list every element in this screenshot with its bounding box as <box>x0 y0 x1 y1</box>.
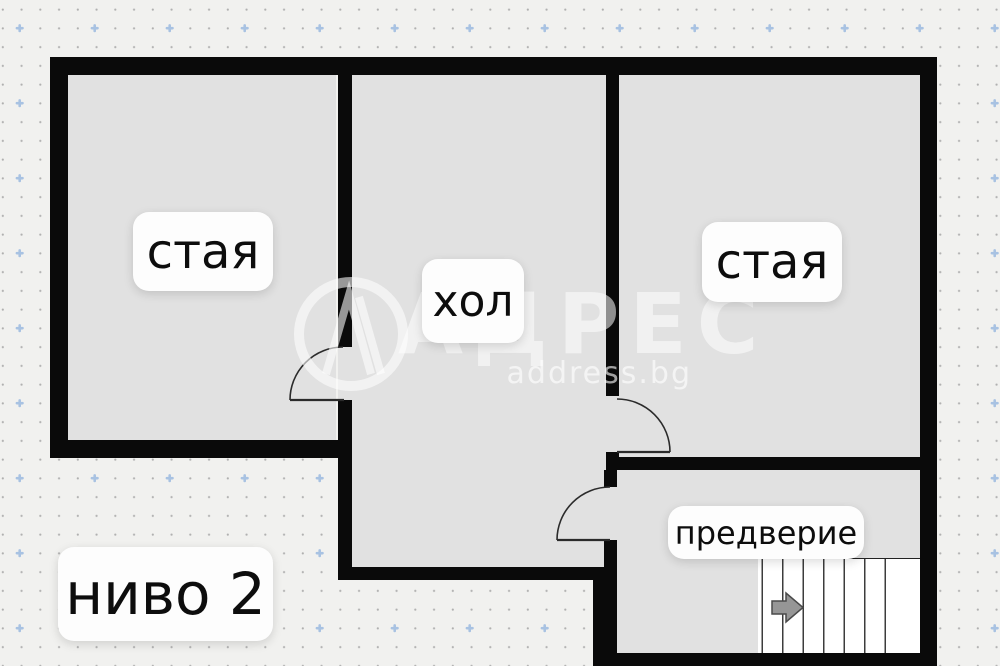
wall-vestibule-outer-left <box>593 580 617 666</box>
room-label-hall-text: хол <box>432 275 514 327</box>
room-label-hall: хол <box>422 259 524 343</box>
wall-bottom <box>593 653 937 666</box>
door-arc-room-right <box>616 398 671 453</box>
doorway-gap <box>606 396 619 452</box>
wall-hall-bottom <box>338 567 617 580</box>
doorway-gap <box>604 487 617 540</box>
wall-left <box>50 57 68 458</box>
wall-room-left-hall-lower <box>338 400 352 580</box>
wall-vestibule-top <box>606 457 920 470</box>
wall-top <box>50 57 937 75</box>
address-logo-icon <box>294 277 408 391</box>
room-label-vestibule-text: предверие <box>674 513 858 552</box>
room-label-vestibule: предверие <box>668 506 864 559</box>
room-label-right-text: стая <box>715 234 829 290</box>
wall-hall-vestibule-lower <box>604 540 617 580</box>
door-arc-vestibule <box>556 486 611 541</box>
level-label: ниво 2 <box>58 547 273 641</box>
level-label-text: ниво 2 <box>65 560 266 628</box>
wall-hall-room-right-upper <box>606 75 619 396</box>
watermark-domain-text: address.bg <box>507 356 692 391</box>
room-label-right: стая <box>702 222 842 302</box>
stairs-direction-arrow-icon <box>771 591 805 624</box>
room-label-left: стая <box>133 212 273 291</box>
wall-right <box>920 57 937 666</box>
wall-room-left-bottom <box>50 440 350 458</box>
room-label-left-text: стая <box>146 223 260 280</box>
wall-hall-vestibule-upper <box>604 470 617 487</box>
